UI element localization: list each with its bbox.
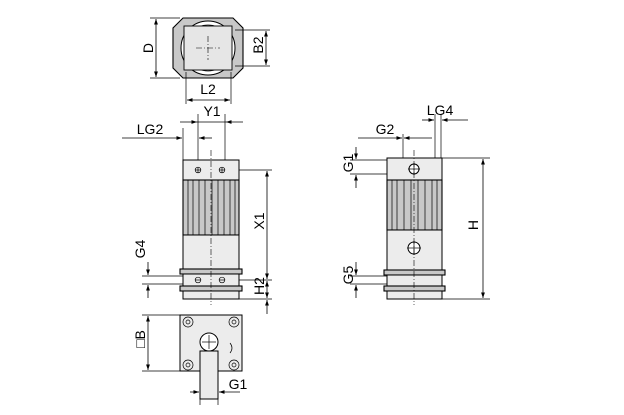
label-y1: Y1 — [203, 103, 220, 119]
label-b-square: □B — [132, 330, 148, 348]
label-b2: B2 — [250, 36, 266, 53]
front-view — [122, 114, 272, 314]
label-g1-side: G1 — [340, 153, 356, 172]
label-g4: G4 — [132, 239, 148, 258]
label-lg4: LG4 — [427, 102, 454, 118]
label-g2: G2 — [376, 121, 395, 137]
top-view — [150, 17, 270, 104]
label-l2: L2 — [200, 81, 216, 97]
label-g1-bottom: G1 — [229, 376, 248, 392]
label-h2: H2 — [251, 277, 267, 295]
label-g5: G5 — [340, 265, 356, 284]
label-h: H — [465, 220, 481, 230]
bottom-view — [142, 314, 243, 405]
side-view — [350, 114, 490, 305]
label-d: D — [140, 43, 156, 53]
label-x1: X1 — [251, 212, 267, 229]
label-lg2: LG2 — [137, 121, 164, 137]
